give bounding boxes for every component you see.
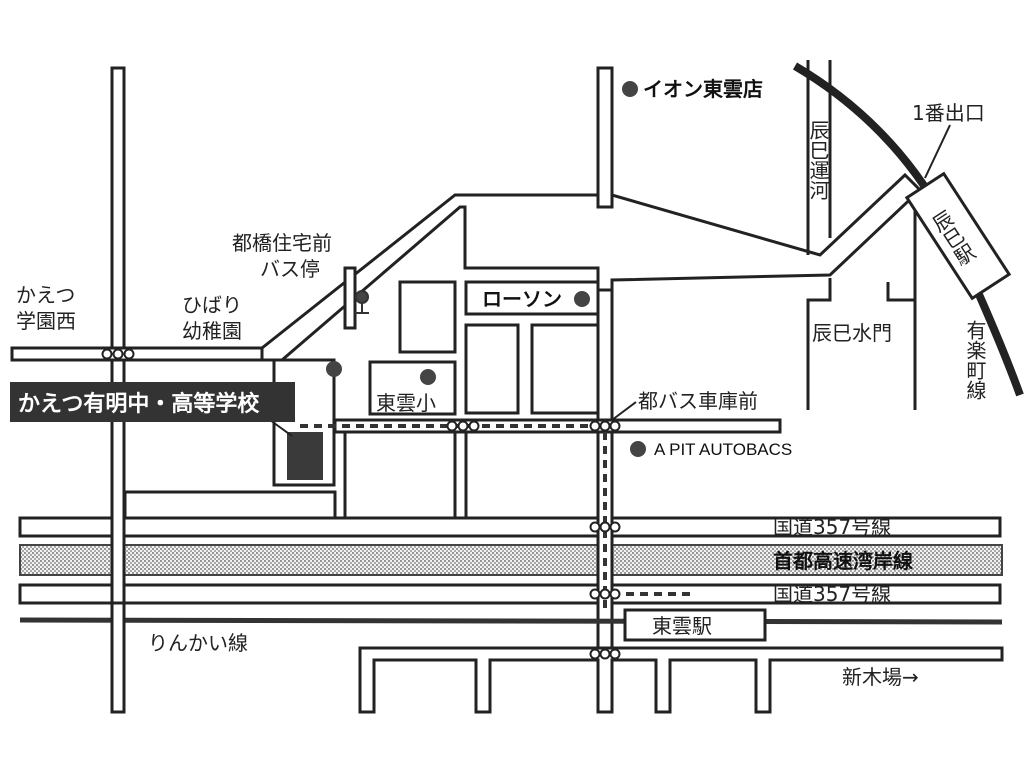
canal-gate2 [886,282,915,302]
block-3 [530,323,600,415]
school-leader [269,419,293,437]
elementary-marker [420,369,436,385]
shinonome-station-label: 東雲駅 [652,614,712,638]
route357-south-label: 国道357号線 [773,582,891,606]
yurakucho-line-label: 有楽町線 [963,320,987,400]
shinonome-station-box [623,608,767,642]
aeon-marker [622,81,638,97]
hibari-marker [326,361,342,377]
block-6 [123,490,337,520]
hibari-label-2: 幼稚園 [182,319,242,343]
block-school-elem [368,360,457,416]
lawson-marker [574,291,590,307]
aeon-label: イオン東雲店 [643,77,763,101]
center-vertical-road [596,66,614,714]
bottom-road [358,646,1004,714]
lawson-label: ローソン [482,287,562,311]
tatsumi-suimon-label: 辰巳水門 [812,321,892,345]
autobacs-marker [630,441,646,457]
exit1-label: 1番出口 [912,101,985,125]
kaetsu-nishi-label-1: かえつ [16,283,75,307]
school-banner [10,382,295,422]
block-4 [343,430,457,520]
diagonal-road [260,172,923,362]
bus-depot-leader [611,401,637,421]
bus-depot-label: 都バス車庫前 [638,389,758,413]
tatsumi-station-box [904,171,1012,301]
kaetsu-nishi-label-2: 学園西 [16,309,76,333]
bottom-left-road [110,601,126,714]
rinkai-line-label: りんかい線 [148,631,248,655]
tatsumi-canal-label: 辰巳運河 [806,120,830,200]
kaetsu-road [10,346,274,362]
miyakobashi-label-1: 都橋住宅前 [232,231,332,255]
school-building [287,432,323,480]
expressway-label: 首都高速湾岸線 [773,549,913,573]
exit1-leader [924,124,951,179]
crosswalk-markers [101,348,621,660]
school-name: かえつ有明中・高等学校 [18,391,260,417]
shinkiba-label: 新木場→ [842,665,919,689]
miyakobashi-label-2: バス停 [260,257,320,281]
hibari-label-1: ひばり [182,293,242,317]
expressway-band [19,544,1003,576]
route357-south-road [18,583,1002,605]
route357-north-label: 国道357号線 [773,515,891,539]
block-2 [464,323,520,415]
canal-gate [806,278,832,410]
block [343,266,357,330]
elementary-label: 東雲小 [376,391,436,415]
block-5 [464,430,600,520]
autobacs-label: A PIT AUTOBACS [654,440,792,459]
rinkai-line-track [19,617,1003,625]
block-1 [398,280,457,354]
bus-stop-icon [355,290,369,314]
